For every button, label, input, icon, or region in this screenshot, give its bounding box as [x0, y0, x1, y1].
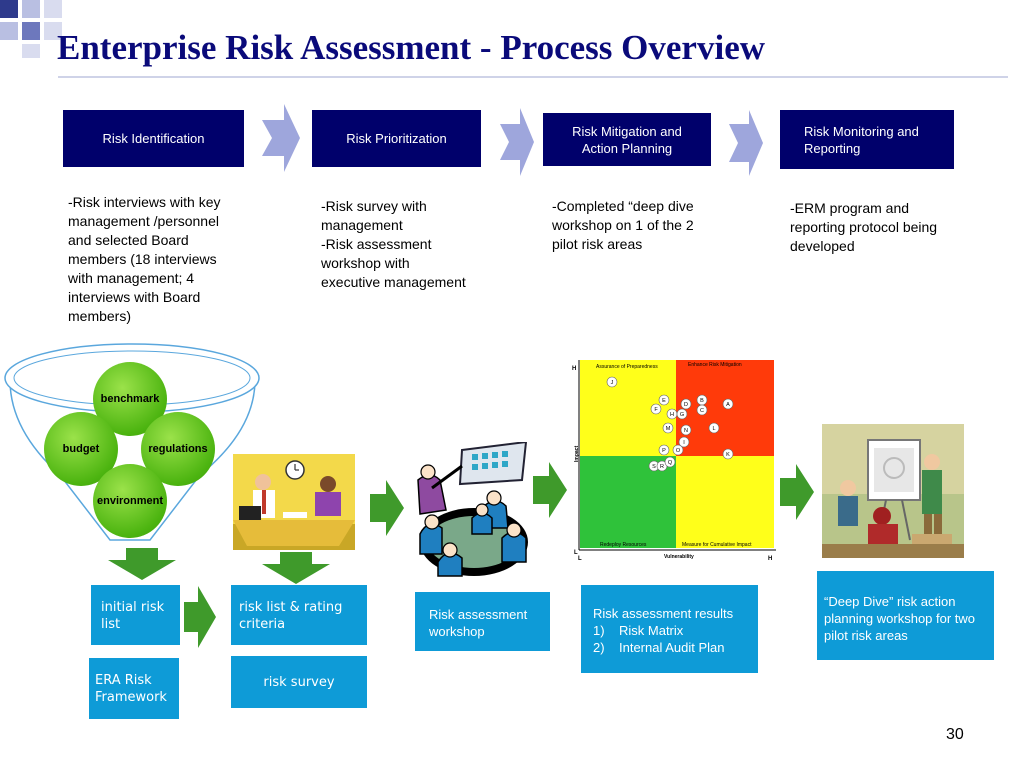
matrix-point: P [658, 444, 670, 456]
output-risk-assessment-workshop: Risk assessment workshop [415, 592, 550, 651]
matrix-point: Q [664, 456, 676, 468]
matrix-point: F [650, 403, 662, 415]
quadrant-label: Enhance Risk Mitigation [688, 362, 742, 368]
slide-title: Enterprise Risk Assessment - Process Ove… [57, 28, 765, 67]
right-arrow-icon [780, 464, 814, 520]
results-title: Risk assessment results [593, 606, 734, 621]
results-list: 1)Risk Matrix 2)Internal Audit Plan [593, 622, 748, 656]
step-risk-identification: Risk Identification [63, 110, 244, 167]
matrix-point: N [680, 424, 692, 436]
right-arrow-icon [184, 586, 216, 648]
output-risk-survey: risk survey [231, 656, 367, 708]
matrix-point: A [722, 398, 734, 410]
presentation-clipart-icon [822, 424, 964, 558]
output-risk-list-criteria: risk list & rating criteria [231, 585, 367, 645]
matrix-point-label: I [683, 440, 685, 446]
page-number: 30 [946, 726, 964, 743]
y-axis-low: L [574, 550, 578, 556]
matrix-point: B [696, 394, 708, 406]
output-initial-risk-list: initial risk list [91, 585, 180, 645]
step-description: -ERM program and reporting protocol bein… [790, 200, 938, 254]
step-label: Risk Identification [102, 131, 205, 146]
matrix-point: K [722, 448, 734, 460]
matrix-point-label: C [700, 408, 704, 414]
step-description: -Risk survey with management -Risk asses… [321, 198, 466, 290]
matrix-point: O [672, 444, 684, 456]
funnel-circle-environment: environment [93, 464, 167, 538]
step-risk-monitoring: Risk Monitoring and Reporting [780, 110, 954, 169]
matrix-point-label: B [700, 398, 704, 404]
down-arrow-icon [262, 552, 330, 584]
step-description: -Completed “deep dive workshop on 1 of t… [552, 198, 694, 252]
quadrant-label: Assurance of Preparedness [596, 364, 658, 370]
quadrant-assurance [580, 360, 676, 456]
matrix-point-label: S [652, 464, 656, 470]
matrix-point-label: R [660, 464, 664, 470]
right-arrow-icon [533, 462, 567, 518]
matrix-point: C [696, 404, 708, 416]
meeting-clipart-icon [233, 454, 355, 550]
matrix-point-label: D [684, 402, 688, 408]
chevron-arrow-icon [262, 104, 300, 172]
matrix-point-label: O [676, 448, 681, 454]
x-axis-low: L [578, 556, 582, 562]
matrix-point: E [658, 394, 670, 406]
matrix-point: L [708, 422, 720, 434]
right-arrow-icon [370, 480, 404, 536]
matrix-point-label: Q [668, 460, 673, 466]
y-axis-label: Impact [574, 446, 580, 462]
workshop-clipart-icon [417, 442, 528, 577]
step-label: Risk Prioritization [346, 131, 447, 146]
y-axis-high: H [572, 366, 576, 372]
x-axis-label: Vulnerability [664, 554, 694, 560]
quadrant-redeploy [580, 456, 676, 548]
matrix-point: D [680, 398, 692, 410]
step-description: -Risk interviews with key management /pe… [68, 194, 221, 324]
output-deep-dive-workshop: “Deep Dive” risk action planning worksho… [817, 571, 994, 660]
step-risk-mitigation: Risk Mitigation and Action Planning [543, 113, 711, 166]
matrix-point-label: E [662, 398, 666, 404]
step-label: Risk Monitoring and Reporting [804, 123, 919, 156]
chevron-arrow-icon [729, 110, 763, 176]
matrix-point: H [666, 408, 678, 420]
list-item: 2)Internal Audit Plan [593, 640, 725, 655]
matrix-point-label: J [611, 380, 614, 386]
matrix-point-label: M [666, 426, 671, 432]
matrix-point: M [662, 422, 674, 434]
quadrant-label: Redeploy Resources [600, 542, 647, 548]
matrix-point-label: H [670, 412, 674, 418]
corner-decoration [0, 0, 80, 60]
matrix-point-label: P [662, 448, 666, 454]
matrix-point: G [676, 408, 688, 420]
down-arrow-icon [108, 548, 176, 580]
matrix-point-label: A [726, 402, 730, 408]
title-divider [58, 76, 1008, 78]
quadrant-measure [676, 456, 774, 548]
matrix-point-label: F [654, 407, 658, 413]
risk-matrix-chart: Assurance of Preparedness Enhance Risk M… [572, 360, 776, 562]
matrix-point: I [678, 436, 690, 448]
matrix-point-label: G [680, 412, 684, 418]
matrix-point: J [606, 376, 618, 388]
chevron-arrow-icon [500, 108, 534, 176]
matrix-point: S [648, 460, 660, 472]
output-era-framework: ERA Risk Framework [89, 658, 179, 719]
matrix-point-label: K [726, 452, 730, 458]
output-risk-assessment-results: Risk assessment results 1)Risk Matrix 2)… [581, 585, 758, 673]
matrix-point-label: L [712, 426, 715, 432]
step-label: Risk Mitigation and Action Planning [572, 123, 682, 156]
x-axis-high: H [768, 556, 772, 562]
list-item: 1)Risk Matrix [593, 623, 684, 638]
quadrant-label: Measure for Cumulative Impact [682, 542, 752, 548]
step-risk-prioritization: Risk Prioritization [312, 110, 481, 167]
matrix-point-label: N [684, 428, 688, 434]
